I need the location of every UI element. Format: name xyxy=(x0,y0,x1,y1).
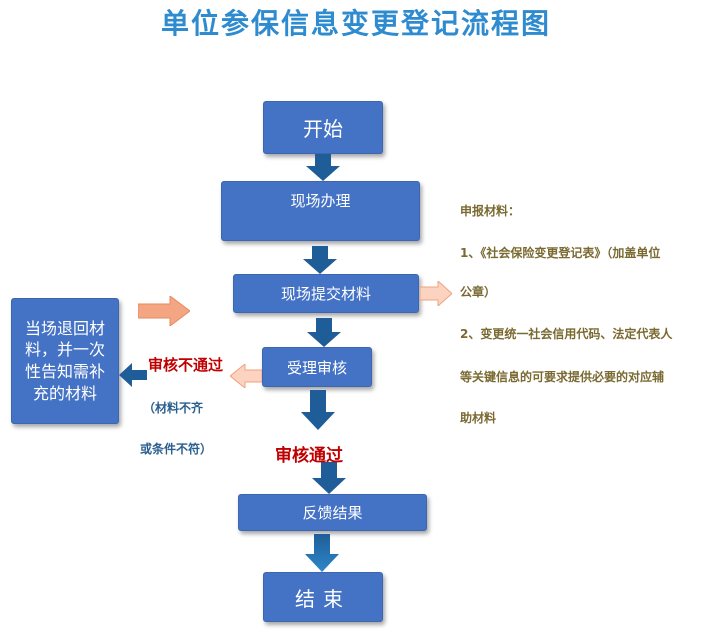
feedback-label: 反馈结果 xyxy=(302,504,363,522)
end-label: 结束 xyxy=(295,586,351,611)
fail-note-line-1: （材料不齐 xyxy=(143,401,204,415)
arrow-return-to-submit xyxy=(138,296,190,326)
onsite-processing-label: 现场办理 xyxy=(290,192,351,210)
arrow-start-to-onsite xyxy=(306,154,340,181)
arrow-pass-to-feedback xyxy=(312,462,346,494)
arrow-review-to-pass xyxy=(301,390,335,430)
arrow-submit-to-review xyxy=(307,318,341,347)
return-line-3: 性告知需补 xyxy=(24,362,105,381)
start-box: 开始 xyxy=(263,101,383,154)
arrow-review-to-fail xyxy=(230,364,262,388)
start-label: 开始 xyxy=(303,117,343,141)
return-materials-box: 当场退回材 料，并一次 性告知需补 充的材料 xyxy=(11,298,119,424)
review-pass-label: 审核通过 xyxy=(275,446,343,466)
materials-item-2-line-2: 等关键信息的可要求提供必要的对应辅 xyxy=(460,370,665,384)
return-line-2: 料，并一次 xyxy=(24,340,105,360)
materials-item-1-line-2: 公章） xyxy=(460,285,497,299)
end-box: 结束 xyxy=(263,572,383,622)
arrow-onsite-to-submit xyxy=(303,246,337,274)
review-fail-label: 审核不通过 xyxy=(148,356,224,374)
arrow-submit-to-materials xyxy=(420,281,452,306)
materials-item-2-line-3: 助材料 xyxy=(460,411,497,425)
arrow-feedback-to-end xyxy=(305,534,339,572)
materials-item-1-line-1: 1、《社会保险变更登记表》（加盖单位 xyxy=(460,246,661,260)
fail-note-line-2: 或条件不符） xyxy=(140,442,213,456)
materials-item-2-line-1: 2、变更统一社会信用代码、法定代表人 xyxy=(460,327,673,341)
materials-heading: 申报材料： xyxy=(460,204,521,218)
onsite-processing-box: 现场办理 xyxy=(221,181,420,241)
arrow-fail-to-return xyxy=(119,363,147,387)
submit-materials-label: 现场提交材料 xyxy=(280,285,371,303)
feedback-box: 反馈结果 xyxy=(238,494,427,531)
review-label: 受理审核 xyxy=(286,358,347,377)
review-box: 受理审核 xyxy=(262,347,372,387)
submit-materials-box: 现场提交材料 xyxy=(233,274,419,313)
return-line-4: 充的材料 xyxy=(32,383,97,403)
diagram-title: 单位参保信息变更登记流程图 xyxy=(160,7,551,40)
return-line-1: 当场退回材 xyxy=(24,318,105,338)
